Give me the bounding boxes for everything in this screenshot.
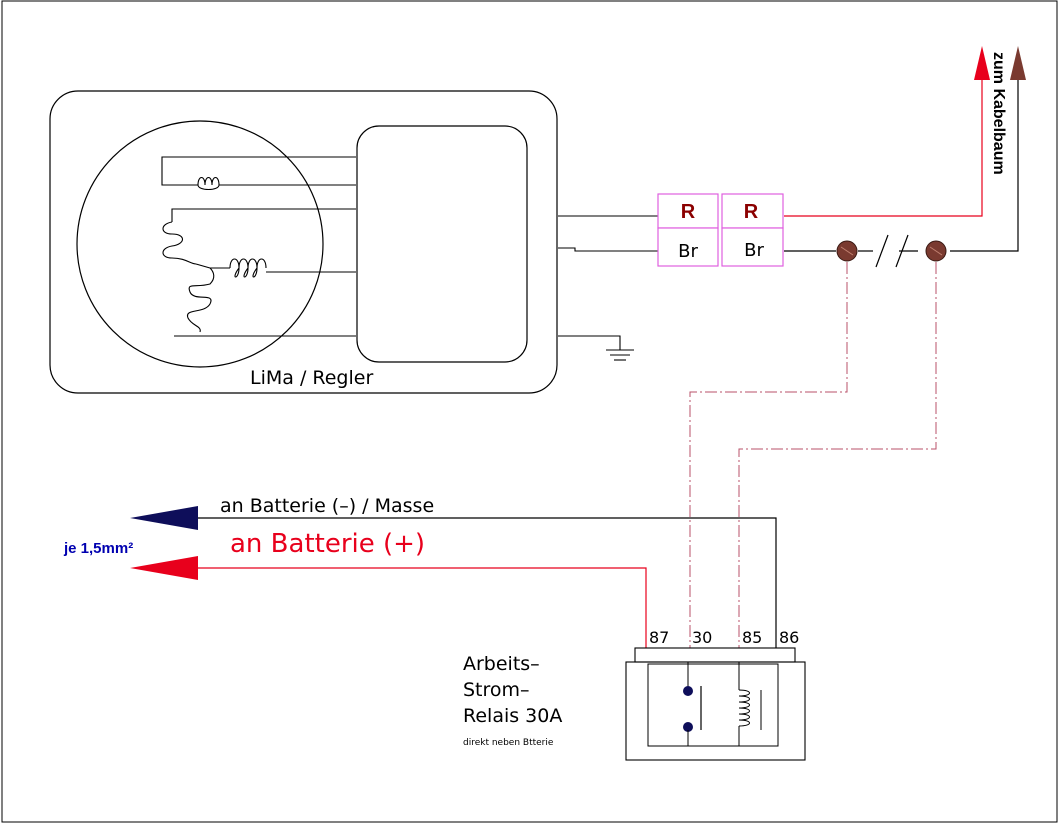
- alternator-circle: [76, 120, 324, 368]
- battery-wires: [198, 517, 777, 648]
- stator-windings: [162, 208, 356, 337]
- batterie-minus-label: an Batterie (–) / Masse: [220, 495, 434, 517]
- relay-label-line2: Strom–: [463, 679, 530, 701]
- red-wire-to-harness: [784, 80, 983, 217]
- battery-plus-wire: [198, 567, 647, 648]
- control-wires: [689, 262, 937, 648]
- field-winding: [161, 156, 356, 191]
- housing-outline: [49, 90, 558, 394]
- regulator-output-leads: [558, 215, 660, 361]
- cross-section-label: je 1,5mm²: [63, 540, 133, 557]
- relay-pin-86: 86: [779, 628, 799, 647]
- relay-pin-30: 30: [692, 628, 712, 647]
- relay-pin-85: 85: [742, 628, 762, 647]
- relay-pin-strip: [634, 647, 796, 663]
- harness-wires: [784, 80, 1019, 268]
- red-arrow-up-icon: [974, 46, 990, 80]
- relay-label-line3: Relais 30A: [463, 705, 562, 727]
- relay-pin-87: 87: [649, 628, 669, 647]
- connector-left: R Br: [657, 193, 719, 267]
- alternator-regulator-unit: LiMa / Regler: [49, 90, 660, 394]
- batterie-plus-label: an Batterie (+): [230, 529, 425, 559]
- ground-wire: [198, 517, 777, 648]
- connector-left-r: R: [681, 201, 696, 223]
- zum-kabelbaum-label: zum Kabelbaum: [990, 52, 1007, 175]
- red-arrow-left-icon: [130, 556, 198, 580]
- regulator-box: [356, 125, 528, 363]
- relay-note: direkt neben Btterie: [463, 738, 554, 748]
- connector-right-r: R: [744, 201, 759, 223]
- relay: [625, 647, 806, 761]
- cut-terminals: [836, 240, 947, 262]
- navy-arrow-left-icon: [130, 506, 198, 530]
- relay-inner: [647, 663, 779, 747]
- connector-right-br: Br: [744, 240, 764, 261]
- brown-wire-to-harness: [950, 80, 1019, 252]
- relay-label-line1: Arbeits–: [463, 653, 540, 675]
- relay-body: [625, 661, 806, 761]
- lima-regler-label: LiMa / Regler: [250, 367, 373, 389]
- brown-arrow-up-icon: [1010, 46, 1026, 80]
- connector-right: R Br: [721, 193, 784, 267]
- connector-left-br: Br: [678, 241, 698, 262]
